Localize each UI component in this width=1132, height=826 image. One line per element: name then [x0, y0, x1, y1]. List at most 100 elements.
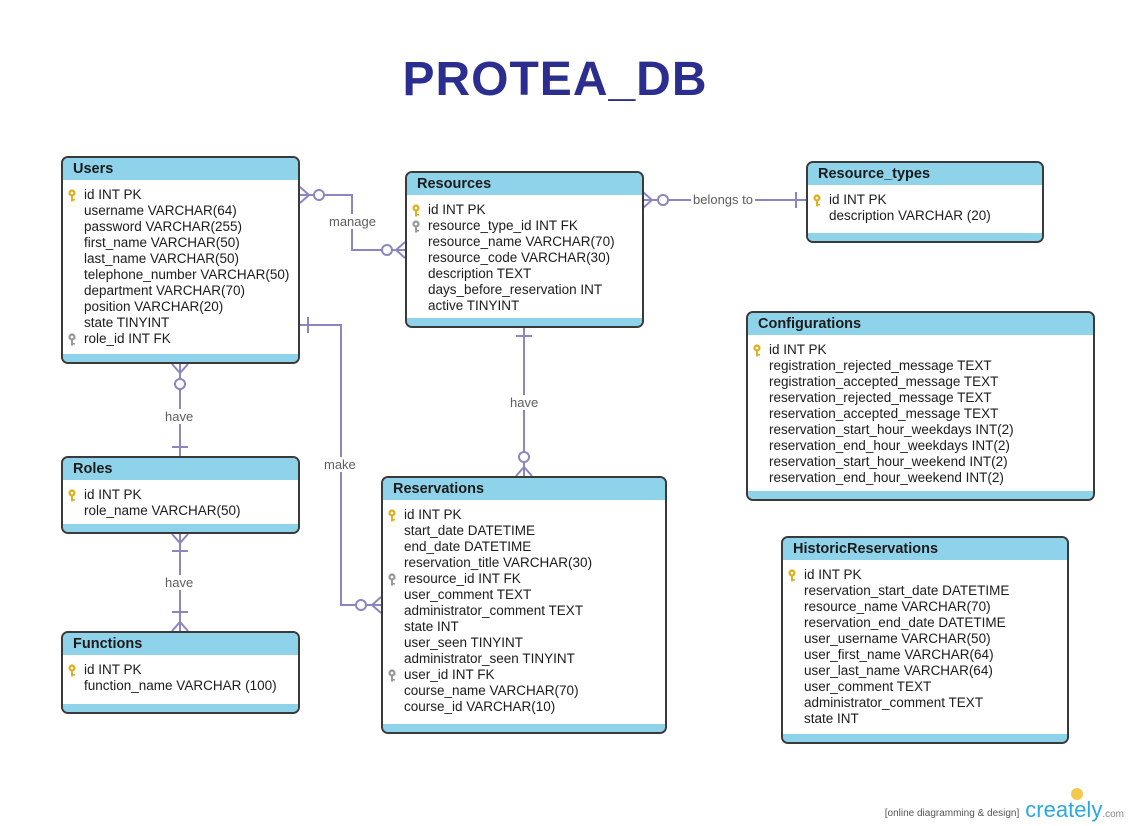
field-text: first_name VARCHAR(50) [84, 235, 240, 250]
entity-field: end_date DATETIME [383, 539, 665, 555]
field-text: id INT PK [829, 192, 887, 207]
foreign-key-icon [67, 333, 77, 346]
field-text: registration_rejected_message TEXT [769, 358, 992, 373]
entity-footer [407, 318, 642, 326]
entity-field: reservation_end_hour_weekdays INT(2) [748, 438, 1093, 454]
field-text: resource_name VARCHAR(70) [804, 599, 991, 614]
diagram-title: PROTEA_DB [402, 53, 708, 106]
entity-field: reservation_title VARCHAR(30) [383, 555, 665, 571]
entity-field: course_id VARCHAR(10) [383, 699, 665, 715]
entity-field: reservation_start_hour_weekdays INT(2) [748, 422, 1093, 438]
entity-footer [808, 233, 1042, 241]
entity-field: reservation_start_date DATETIME [783, 583, 1067, 599]
entity-field: user_comment TEXT [783, 679, 1067, 695]
entity-field: id INT PK [748, 342, 1093, 358]
field-text: id INT PK [404, 507, 462, 522]
field-text: id INT PK [84, 487, 142, 502]
entity-field: id INT PK [63, 487, 298, 503]
field-text: administrator_comment TEXT [804, 695, 984, 710]
field-text: user_username VARCHAR(50) [804, 631, 991, 646]
entity-field: reservation_end_hour_weekend INT(2) [748, 470, 1093, 486]
field-text: user_id INT FK [404, 667, 495, 682]
entity-field: position VARCHAR(20) [63, 299, 298, 315]
entity-footer [63, 704, 298, 712]
field-text: state INT [804, 711, 859, 726]
entity-footer [63, 354, 298, 362]
entity-field: id INT PK [383, 507, 665, 523]
field-text: description TEXT [428, 266, 532, 281]
entity-footer [783, 734, 1067, 742]
field-text: course_name VARCHAR(70) [404, 683, 579, 698]
field-text: reservation_start_hour_weekend INT(2) [769, 454, 1008, 469]
entity-field: user_last_name VARCHAR(64) [783, 663, 1067, 679]
field-text: end_date DATETIME [404, 539, 532, 554]
entity-field: description VARCHAR (20) [808, 208, 1042, 224]
entity-footer [748, 491, 1093, 499]
entity-title: Resources [407, 173, 642, 195]
entity-field: role_name VARCHAR(50) [63, 503, 298, 519]
entity-footer [63, 524, 298, 532]
entity-title: Configurations [748, 313, 1093, 335]
field-text: reservation_accepted_message TEXT [769, 406, 999, 421]
foreign-key-icon [411, 220, 421, 233]
field-text: reservation_rejected_message TEXT [769, 390, 992, 405]
field-text: user_seen TINYINT [404, 635, 524, 650]
field-text: user_comment TEXT [404, 587, 532, 602]
entity-field: reservation_rejected_message TEXT [748, 390, 1093, 406]
entity-field: state TINYINT [63, 315, 298, 331]
entity-field: telephone_number VARCHAR(50) [63, 267, 298, 283]
field-text: id INT PK [84, 187, 142, 202]
entity-field: id INT PK [808, 192, 1042, 208]
entity-field: user_seen TINYINT [383, 635, 665, 651]
entity-title: Users [63, 158, 298, 180]
field-text: resource_code VARCHAR(30) [428, 250, 611, 265]
entity-field: reservation_start_hour_weekend INT(2) [748, 454, 1093, 470]
entity-field: resource_name VARCHAR(70) [407, 234, 642, 250]
entity-title: Roles [63, 458, 298, 480]
relationship-label-have-roles: have [163, 409, 196, 424]
field-text: description VARCHAR (20) [829, 208, 991, 223]
creately-logo: creately.com [1025, 788, 1124, 823]
field-text: user_first_name VARCHAR(64) [804, 647, 994, 662]
entity-field: username VARCHAR(64) [63, 203, 298, 219]
entity-field: id INT PK [63, 662, 298, 678]
entity-title: Resource_types [808, 163, 1042, 185]
relationship-label-have-functions: have [163, 575, 196, 590]
entity-field: user_comment TEXT [383, 587, 665, 603]
logo-suffix: .com [1102, 809, 1124, 820]
primary-key-icon [411, 204, 421, 217]
field-text: days_before_reservation INT [428, 282, 603, 297]
creately-credit[interactable]: [online diagramming & design] creately.c… [885, 788, 1124, 823]
entity-field: days_before_reservation INT [407, 282, 642, 298]
entity-field: active TINYINT [407, 298, 642, 314]
entity-field: last_name VARCHAR(50) [63, 251, 298, 267]
entity-field: administrator_comment TEXT [783, 695, 1067, 711]
primary-key-icon [67, 189, 77, 202]
entity-field: state INT [783, 711, 1067, 727]
field-text: function_name VARCHAR (100) [84, 678, 277, 693]
relationship-label-belongs-to: belongs to [691, 192, 755, 207]
entity-title: Functions [63, 633, 298, 655]
entity-field: reservation_end_date DATETIME [783, 615, 1067, 631]
primary-key-icon [67, 664, 77, 677]
entity-field: administrator_seen TINYINT [383, 651, 665, 667]
field-text: id INT PK [804, 567, 862, 582]
field-text: id INT PK [84, 662, 142, 677]
field-text: reservation_start_date DATETIME [804, 583, 1010, 598]
entity-field: department VARCHAR(70) [63, 283, 298, 299]
field-text: user_comment TEXT [804, 679, 932, 694]
entity-field: first_name VARCHAR(50) [63, 235, 298, 251]
entity-field: password VARCHAR(255) [63, 219, 298, 235]
field-text: telephone_number VARCHAR(50) [84, 267, 290, 282]
relationship-label-manage: manage [327, 214, 378, 229]
entity-field: resource_code VARCHAR(30) [407, 250, 642, 266]
field-text: active TINYINT [428, 298, 520, 313]
